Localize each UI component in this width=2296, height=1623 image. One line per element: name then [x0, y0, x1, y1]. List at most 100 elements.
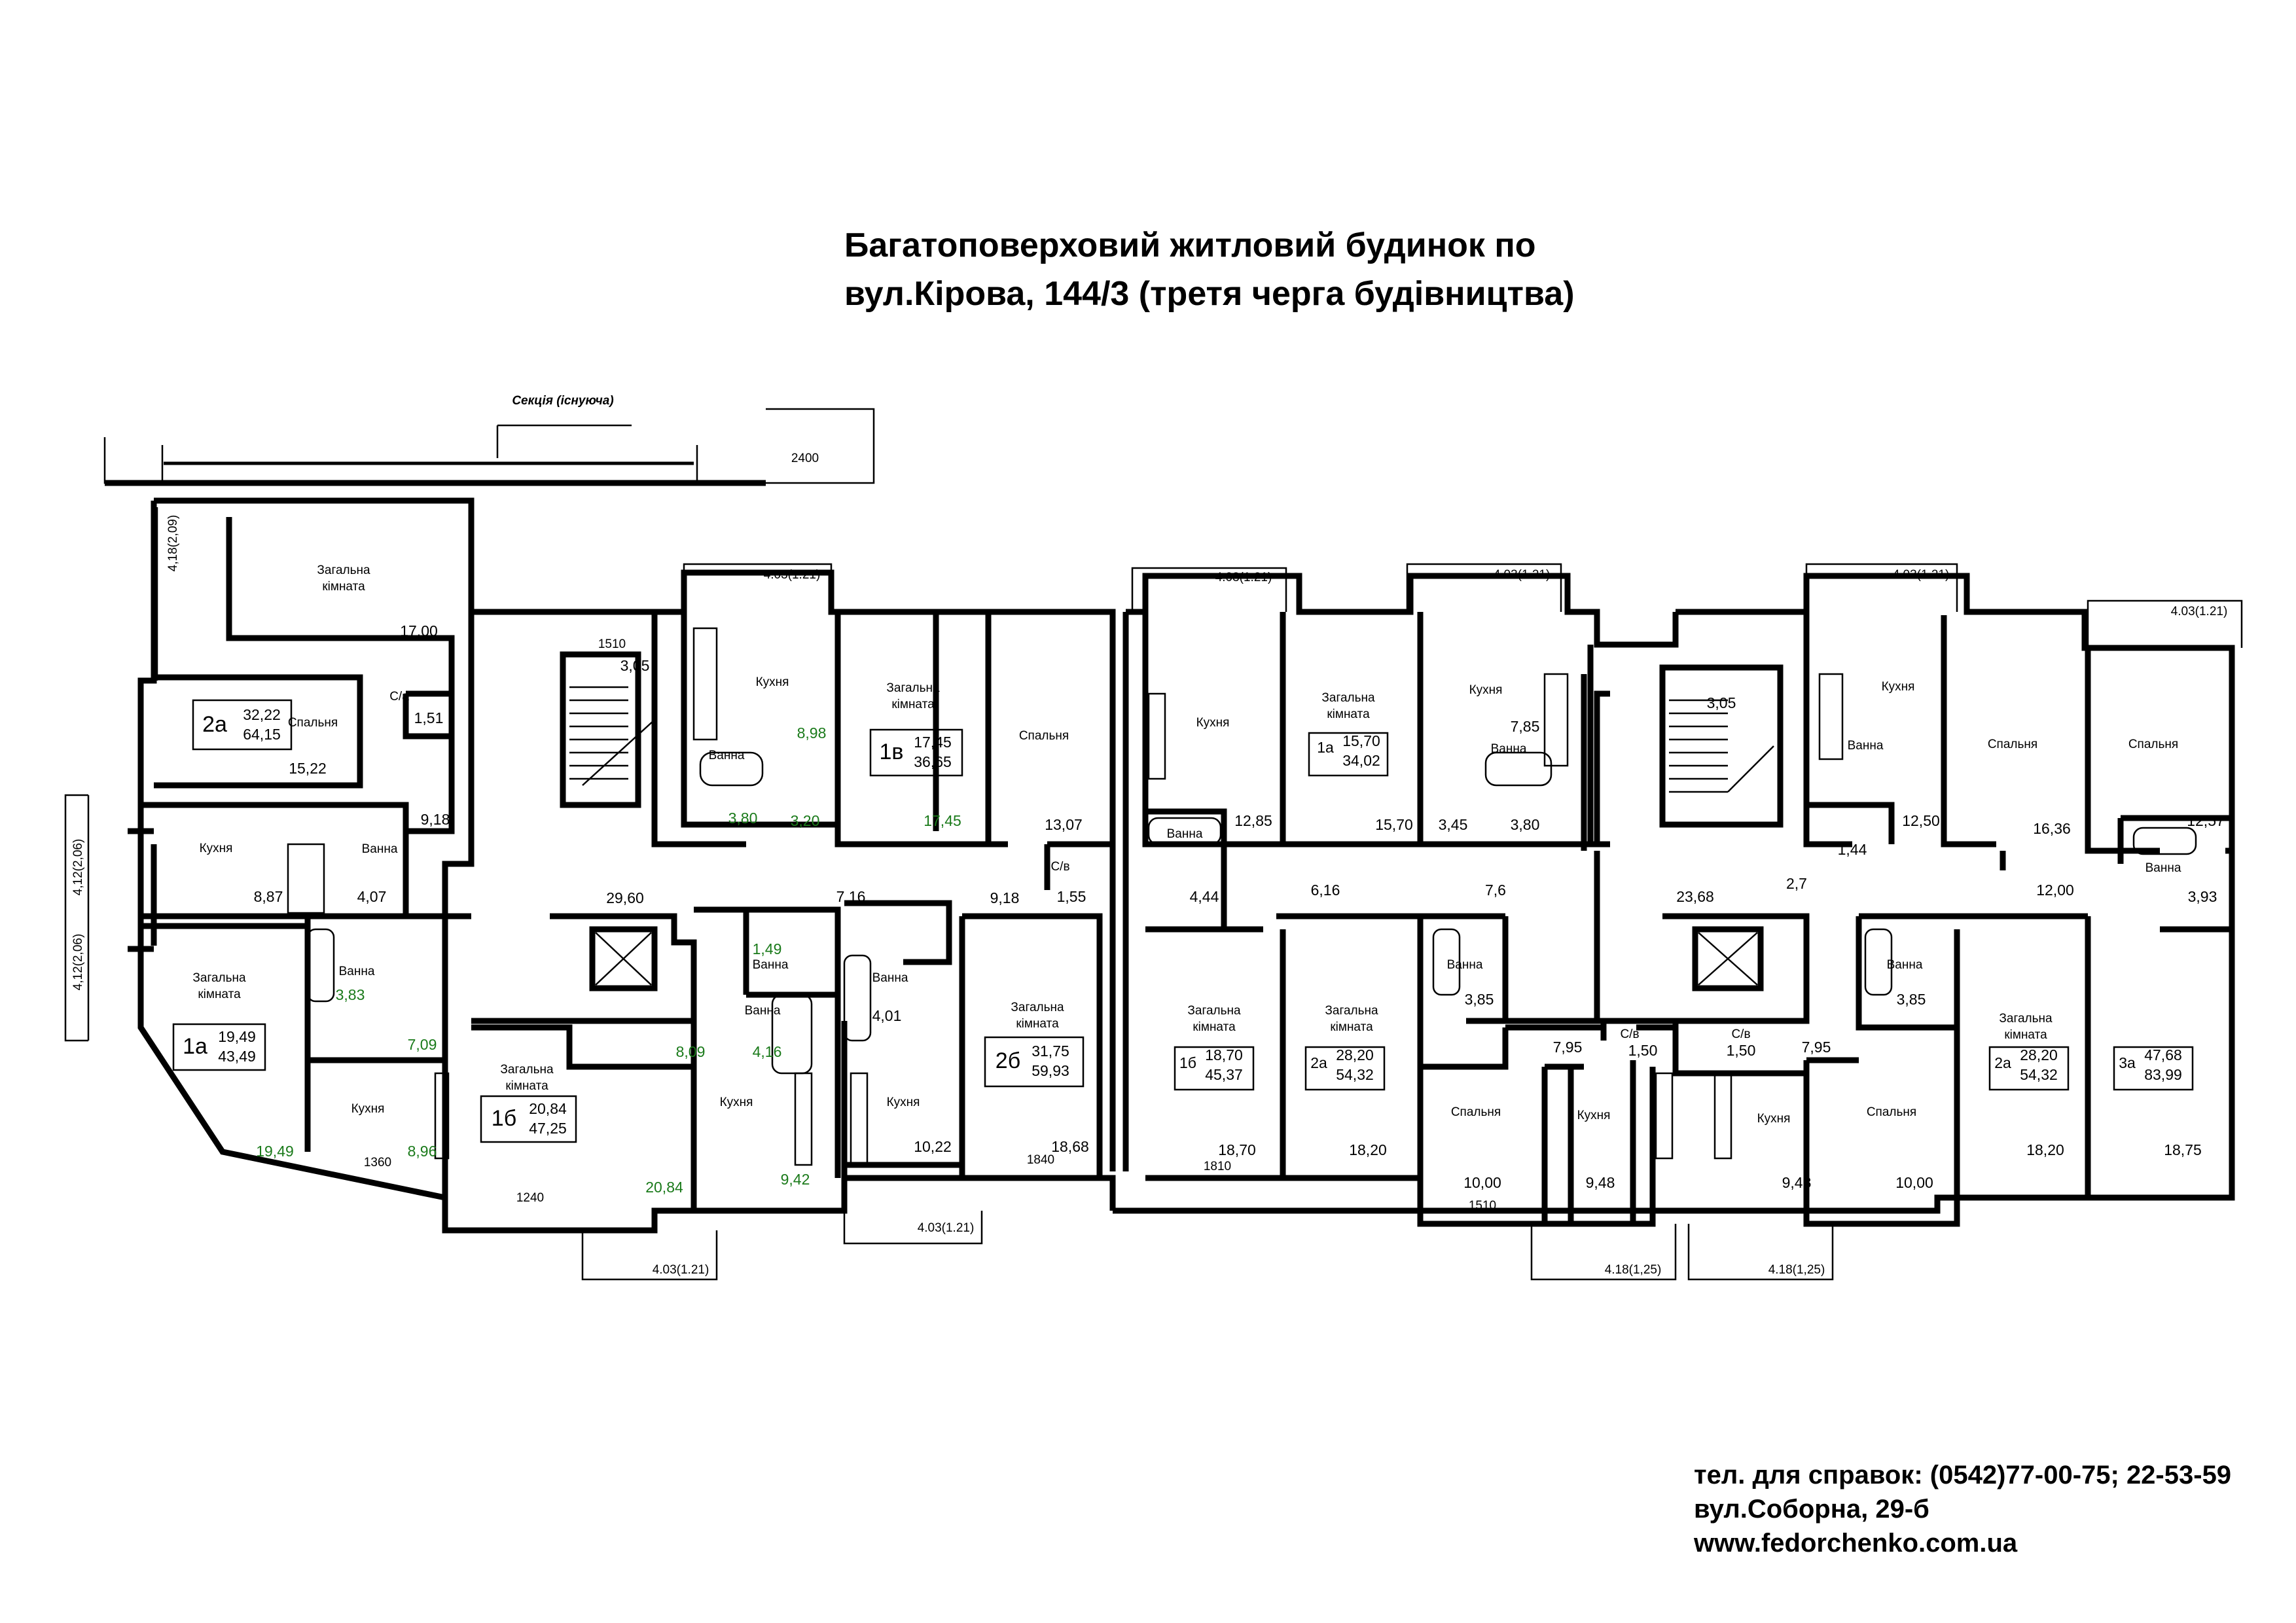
dim-width: 1240 — [516, 1191, 544, 1205]
room-label: Ванна — [362, 842, 398, 856]
contact-address: вул.Соборна, 29-б — [1694, 1495, 1929, 1524]
contacts-block: тел. для справок: (0542)77-00-75; 22-53-… — [1694, 1458, 2231, 1560]
area: 12,00 — [2036, 882, 2074, 899]
dim-balcony: 4.03(1.21) — [1893, 568, 1950, 582]
room-label: Спальня — [288, 716, 338, 730]
dim-balcony: 4.18(1,25) — [1768, 1263, 1825, 1277]
area: 1,50 — [1727, 1042, 1756, 1059]
apt-living: 20,84 — [529, 1100, 567, 1117]
apt-living: 32,22 — [243, 706, 281, 723]
area: 3,85 — [1897, 991, 1926, 1008]
contact-website[interactable]: www.fedorchenko.com.ua — [1694, 1529, 2018, 1558]
apt-total: 36,65 — [914, 753, 952, 770]
room-label: кімната — [198, 988, 241, 1001]
area: 18,75 — [2164, 1141, 2202, 1158]
dim-2400: 2400 — [791, 452, 819, 465]
area: 4,16 — [753, 1043, 782, 1060]
dim-width: 1510 — [598, 637, 626, 651]
dim-balcony: 4.18(1,25) — [1605, 1263, 1662, 1277]
apt-type: 3а — [2119, 1054, 2136, 1071]
dim-balcony: 4.03(1.21) — [2171, 605, 2228, 618]
room-label: Загальна — [192, 971, 246, 985]
room-label: С/а — [389, 690, 409, 704]
area: 18,20 — [1349, 1141, 1387, 1158]
apt-living: 19,49 — [218, 1028, 256, 1045]
apt-total: 59,93 — [1031, 1062, 1069, 1079]
apt-total: 64,15 — [243, 726, 281, 743]
dim-width: 1360 — [364, 1156, 391, 1169]
area: 8,87 — [254, 888, 283, 905]
room-label: кімната — [1193, 1020, 1236, 1034]
apt-total: 54,32 — [2020, 1066, 2058, 1083]
apt-type: 1б — [1179, 1054, 1196, 1071]
apt-type: 2а — [1994, 1054, 2011, 1071]
room-label: С/в — [1050, 860, 1069, 874]
room-label: Загальна — [1321, 691, 1375, 705]
room-label: Кухня — [720, 1096, 753, 1109]
dim-left: 4,12(2,06) — [71, 839, 85, 896]
area: 8,09 — [676, 1043, 706, 1060]
room-label: Кухня — [1469, 683, 1503, 697]
area: 3,80 — [1511, 816, 1540, 833]
area: 18,68 — [1051, 1138, 1089, 1155]
room-label: Спальня — [1451, 1105, 1501, 1119]
area: 3,80 — [728, 810, 758, 827]
room-areas: 17,00 15,22 1,51 9,18 8,87 4,07 3,05 29,… — [254, 622, 2225, 1196]
room-label: Ванна — [1167, 827, 1203, 841]
area: 8,96 — [408, 1143, 437, 1160]
room-label: Загальна — [500, 1063, 554, 1077]
apt-type: 2а — [1310, 1054, 1327, 1071]
area: 6,16 — [1311, 882, 1340, 899]
area: 3,20 — [791, 812, 820, 829]
area: 13,07 — [1045, 816, 1083, 833]
area: 4,07 — [357, 888, 387, 905]
area: 9,18 — [421, 811, 450, 828]
area: 1,50 — [1628, 1042, 1658, 1059]
room-label: Кухня — [887, 1096, 920, 1109]
apt-living: 15,70 — [1342, 732, 1380, 749]
area: 3,93 — [2188, 888, 2217, 905]
area: 23,68 — [1676, 888, 1714, 905]
room-label: кімната — [891, 698, 935, 711]
room-label: кімната — [505, 1079, 548, 1093]
apartment-boxes: 2а 32,22 64,15 1а 19,49 43,49 1б 20,84 4… — [172, 699, 2194, 1143]
room-label: Кухня — [200, 842, 233, 855]
room-label: Ванна — [1447, 958, 1483, 972]
room-label: Ванна — [1887, 958, 1923, 972]
walls — [128, 497, 2235, 1234]
apt-living: 18,70 — [1205, 1046, 1243, 1063]
area: 1,49 — [753, 940, 782, 957]
area: 7,6 — [1485, 882, 1506, 899]
page-title: Багатоповерховий житловий будинок по вул… — [844, 221, 1575, 318]
existing-section-label: Секція (існуюча) — [512, 394, 613, 408]
area: 3,05 — [620, 657, 650, 674]
room-label: С/в — [1731, 1027, 1750, 1041]
area: 16,36 — [2033, 820, 2071, 837]
apt-total: 47,25 — [529, 1120, 567, 1137]
area: 3,05 — [1707, 694, 1736, 711]
area: 10,22 — [914, 1138, 952, 1155]
dim-balcony: 4.03(1.21) — [1494, 568, 1551, 582]
apt-living: 28,20 — [1336, 1046, 1374, 1063]
dim-left: 4,18(2,09) — [166, 515, 180, 572]
room-label: Ванна — [2145, 861, 2181, 875]
room-label: Кухня — [351, 1102, 385, 1116]
area: 17,45 — [924, 812, 961, 829]
area: 2,7 — [1786, 875, 1807, 892]
area: 3,83 — [336, 986, 365, 1003]
area: 3,45 — [1439, 816, 1468, 833]
room-label: Загальна — [886, 681, 940, 695]
apt-type: 1а — [183, 1034, 207, 1059]
apt-type: 2а — [202, 712, 227, 737]
room-label: Загальна — [1011, 1001, 1064, 1014]
room-label: Ванна — [709, 749, 745, 762]
room-label: Ванна — [872, 971, 908, 985]
room-labels: Загальна кімната Спальня С/а Кухня Ванна… — [192, 563, 2181, 1126]
apt-living: 31,75 — [1031, 1043, 1069, 1060]
apt-type: 1б — [492, 1106, 516, 1131]
room-label: Кухня — [1196, 716, 1230, 730]
room-label: С/в — [1620, 1027, 1639, 1041]
room-label: Ванна — [339, 965, 375, 978]
apt-total: 34,02 — [1342, 752, 1380, 769]
